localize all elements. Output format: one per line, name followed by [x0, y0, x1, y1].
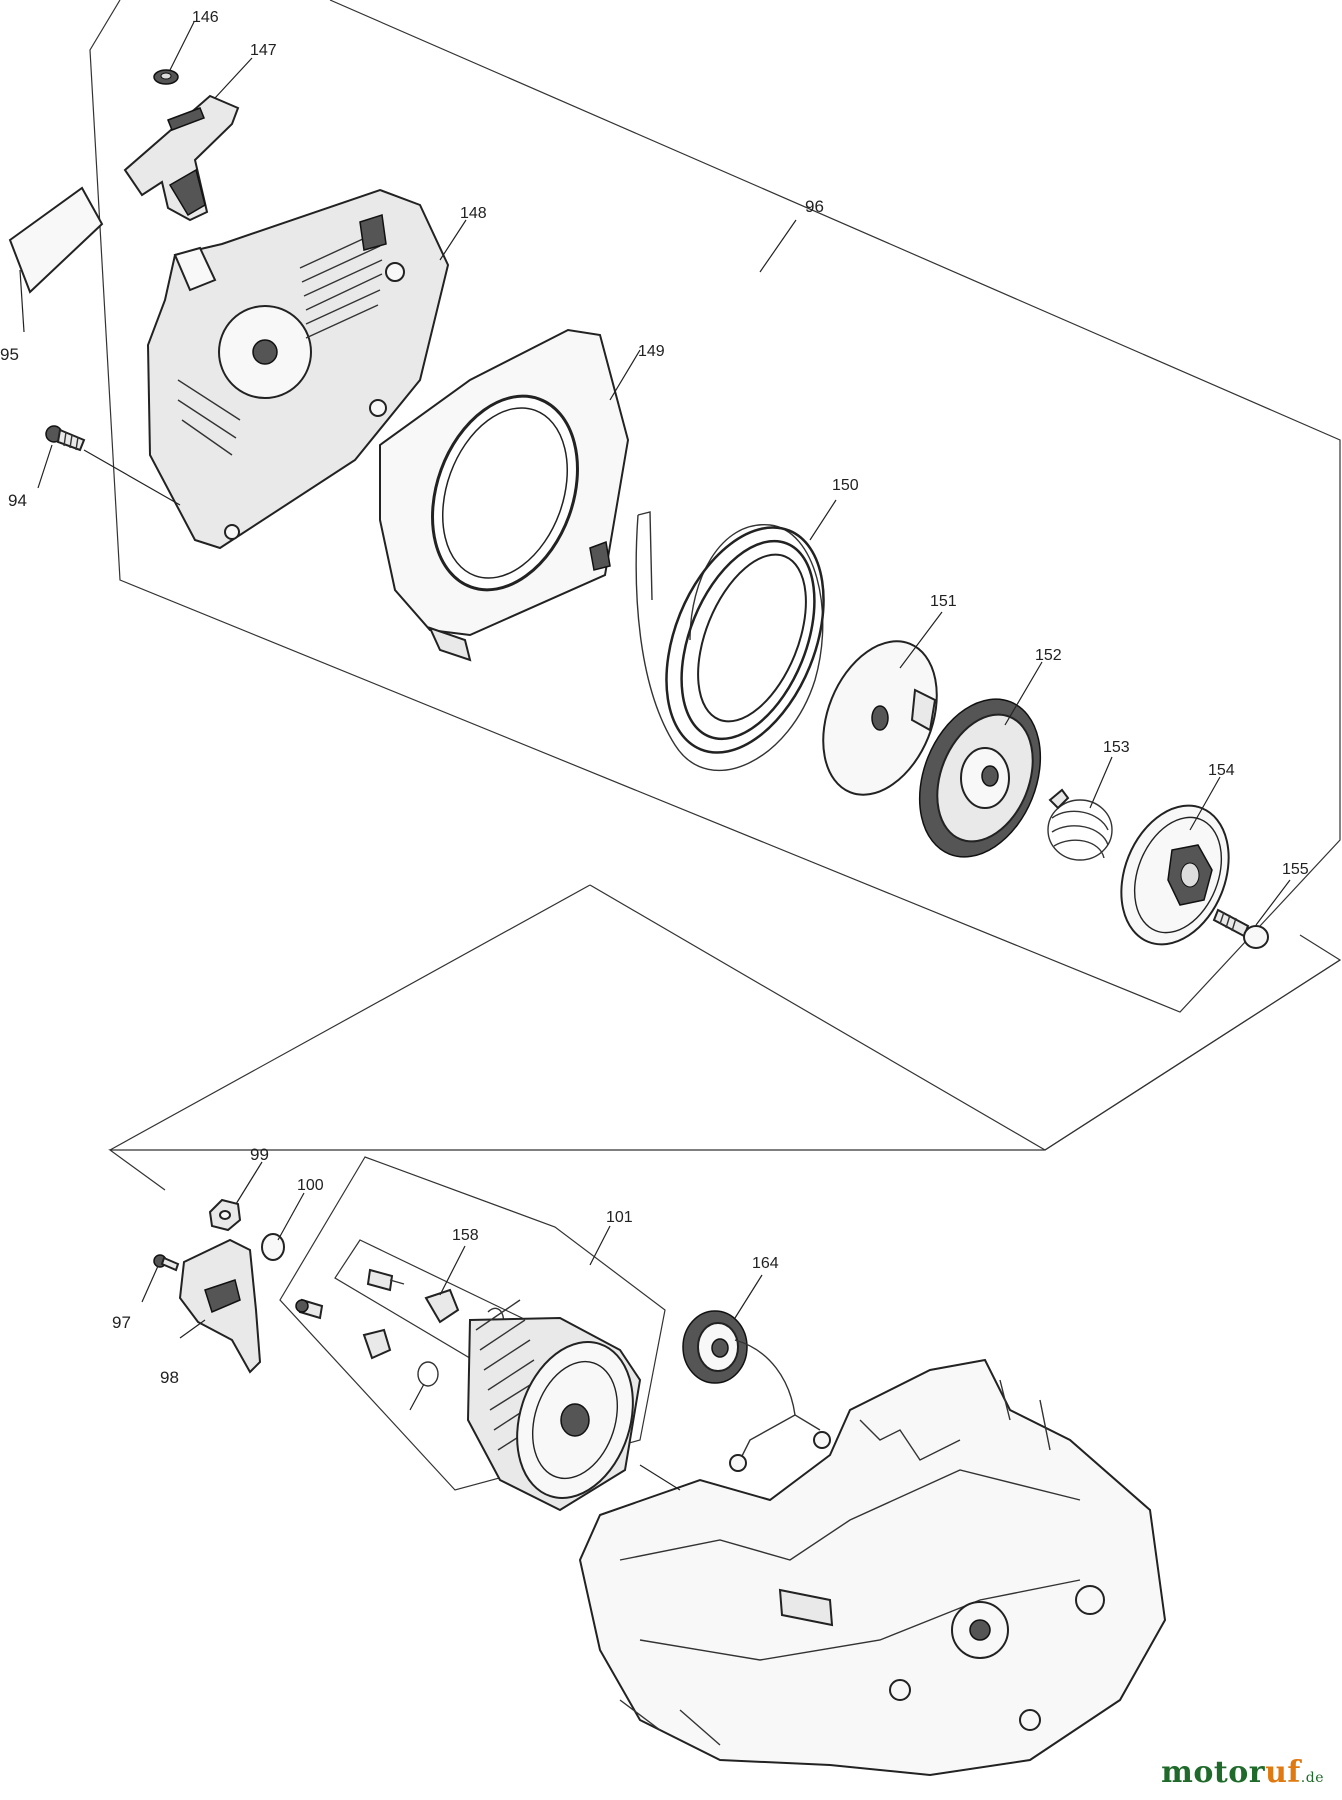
callout-96: 96 [805, 197, 824, 216]
callout-153: 153 [1103, 739, 1130, 756]
callout-150: 150 [832, 477, 859, 494]
part-147-starter-handle [123, 94, 240, 222]
group-outline-101 [279, 1156, 666, 1491]
callout-158: 158 [452, 1227, 479, 1244]
callout-95: 95 [0, 345, 19, 364]
callout-155: 155 [1282, 861, 1309, 878]
callout-149: 149 [638, 343, 665, 360]
callout-98: 98 [160, 1368, 179, 1387]
part-95-label-sticker [8, 186, 104, 294]
group-connector-line-3 [589, 884, 1046, 1151]
part-97-screw [153, 1254, 180, 1272]
callout-94: 94 [8, 491, 27, 510]
part-155-screw [1212, 908, 1269, 949]
part-153-spring [1047, 788, 1113, 861]
part-98-cover [178, 1238, 262, 1374]
group-connector-line-4 [109, 884, 591, 1151]
callout-99: 99 [250, 1145, 269, 1164]
group-connector-line [108, 934, 1342, 1191]
part-100-washer [261, 1233, 285, 1261]
callout-146: 146 [192, 9, 219, 26]
leader-lines [19, 21, 1291, 1491]
group-connector-line-2 [1044, 959, 1341, 1151]
part-146-washer [153, 69, 179, 85]
callout-152: 152 [1035, 647, 1062, 664]
callout-147: 147 [250, 42, 277, 59]
group-outline-96 [89, 0, 1341, 1013]
callout-labels: 146 147 95 148 96 149 94 150 151 152 153… [0, 9, 1309, 1387]
part-148-starter-housing [146, 188, 450, 550]
callout-164: 164 [752, 1255, 779, 1272]
part-151-plate [822, 640, 938, 796]
part-101-flywheel [466, 1299, 642, 1512]
part-99-nut [208, 1198, 242, 1232]
part-152-rope-pulley [918, 698, 1042, 858]
callout-100: 100 [297, 1177, 324, 1194]
part-150-starter-rope [635, 511, 825, 772]
part-154-ratchet [1120, 804, 1230, 946]
crankcase-housing [578, 1358, 1167, 1777]
watermark-part2: uf [1265, 1755, 1301, 1790]
callout-101: 101 [606, 1209, 633, 1226]
motoruf-watermark-logo: motoruf.de [1161, 1755, 1324, 1790]
part-164-ignition-unit [682, 1310, 831, 1472]
watermark-part1: motor [1161, 1755, 1266, 1790]
callout-151: 151 [930, 593, 957, 610]
part-149-fan-cover [379, 328, 630, 662]
callout-97: 97 [112, 1313, 131, 1332]
callout-148: 148 [460, 205, 487, 222]
part-94-screw [45, 425, 86, 452]
callout-154: 154 [1208, 762, 1235, 779]
watermark-suffix: .de [1300, 1770, 1324, 1786]
